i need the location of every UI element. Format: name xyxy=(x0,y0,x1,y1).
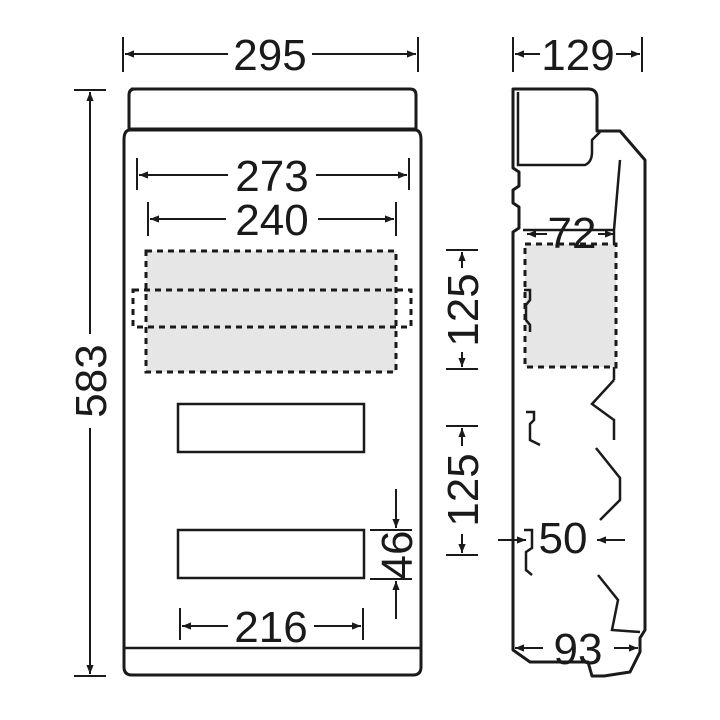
dim-row-pitch-upper: 125 xyxy=(439,249,488,370)
front-body xyxy=(122,128,423,677)
label-base-depth: 93 xyxy=(554,625,603,674)
dim-overall-depth: 129 xyxy=(512,31,643,80)
front-lid xyxy=(127,87,418,131)
side-rail-clip-upper xyxy=(524,288,532,332)
side-support-middle xyxy=(595,447,622,521)
window-lower xyxy=(176,528,366,580)
module-area-dashed xyxy=(144,249,398,374)
side-top-housing xyxy=(516,92,601,167)
dim-inner-width: 273 xyxy=(136,152,410,201)
dim-inner-depth: 72 xyxy=(527,209,614,258)
dim-module-width: 240 xyxy=(147,196,397,245)
window-upper xyxy=(176,402,366,454)
label-window-width: 216 xyxy=(234,603,307,652)
side-rail-clip-middle xyxy=(526,410,541,447)
label-overall-depth: 129 xyxy=(541,31,614,80)
side-profile xyxy=(511,87,647,678)
dim-row-pitch-lower: 125 xyxy=(439,425,488,556)
side-module-area-dashed xyxy=(523,242,618,369)
dim-rail-depth: 50 xyxy=(498,514,625,563)
label-inner-depth: 72 xyxy=(548,209,597,258)
dim-overall-height: 583 xyxy=(67,89,116,677)
dim-base-depth: 93 xyxy=(515,625,638,674)
dim-overall-width: 295 xyxy=(122,31,419,80)
dim-window-height: 46 xyxy=(370,489,422,619)
label-row-pitch-lower: 125 xyxy=(439,453,488,526)
label-overall-height: 583 xyxy=(67,344,116,417)
side-rail-clip-lower xyxy=(524,528,534,576)
din-rail-dashed xyxy=(131,288,413,329)
label-window-height: 46 xyxy=(373,531,422,580)
front-view xyxy=(122,87,423,677)
label-overall-width: 295 xyxy=(233,31,306,80)
side-support-lower xyxy=(597,574,641,634)
label-row-pitch-upper: 125 xyxy=(439,273,488,346)
dim-window-width: 216 xyxy=(179,603,364,652)
label-rail-depth: 50 xyxy=(539,514,588,563)
side-support-upper xyxy=(590,379,616,440)
side-view xyxy=(511,87,647,678)
label-module-width: 240 xyxy=(235,196,308,245)
label-inner-width: 273 xyxy=(235,152,308,201)
